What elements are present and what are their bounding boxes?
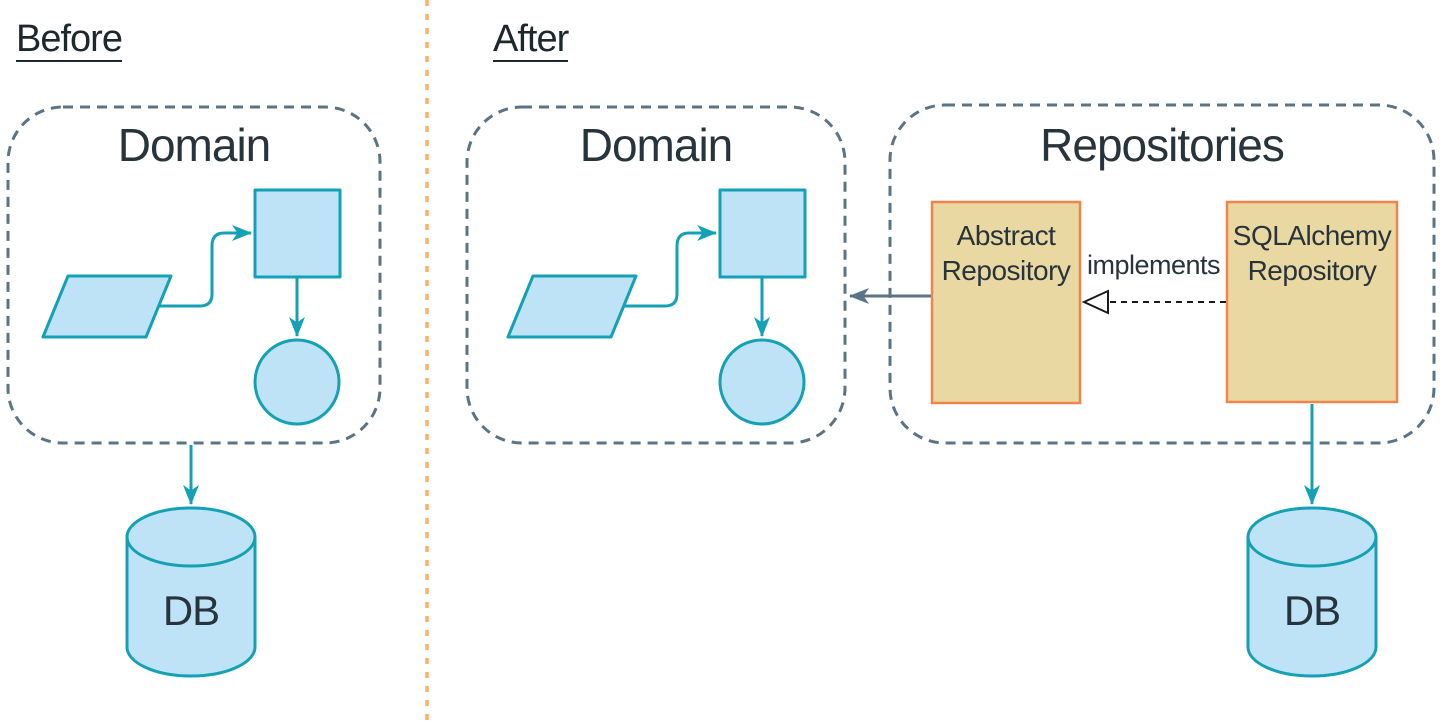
before-parallelogram-to-square-arrow (158, 225, 252, 308)
sqlalchemy-repository-box (1225, 200, 1399, 404)
before-db-label: DB (162, 587, 220, 634)
after-parallelogram (506, 274, 638, 339)
after-parallelogram-to-square-arrow (623, 225, 717, 308)
before-domain-box-border (6, 105, 382, 445)
before-db-cylinder (125, 506, 257, 678)
abstract-repository-box (930, 200, 1082, 405)
after-circle (718, 338, 806, 426)
implements-label: implements (1086, 250, 1221, 280)
before-square (253, 188, 342, 279)
implements-arrow-triangle (1081, 289, 1109, 315)
after-square (718, 188, 807, 279)
repositories-title: Repositories (1040, 119, 1285, 171)
before-domain-title: Domain (117, 119, 272, 171)
after-db-cylinder (1246, 506, 1378, 678)
after-domain-box-border (465, 105, 847, 445)
abstract-repository-label: Abstract Repository (941, 220, 1071, 286)
before-parallelogram (41, 274, 173, 339)
after-db-label: DB (1283, 587, 1341, 634)
before-circle (253, 338, 341, 426)
after-heading: After (493, 18, 569, 62)
repositories-box-border (888, 103, 1436, 445)
sqlalchemy-repository-label: SQLAlchemy Repository (1232, 220, 1392, 286)
before-heading: Before (16, 18, 123, 62)
after-domain-title: Domain (579, 119, 734, 171)
